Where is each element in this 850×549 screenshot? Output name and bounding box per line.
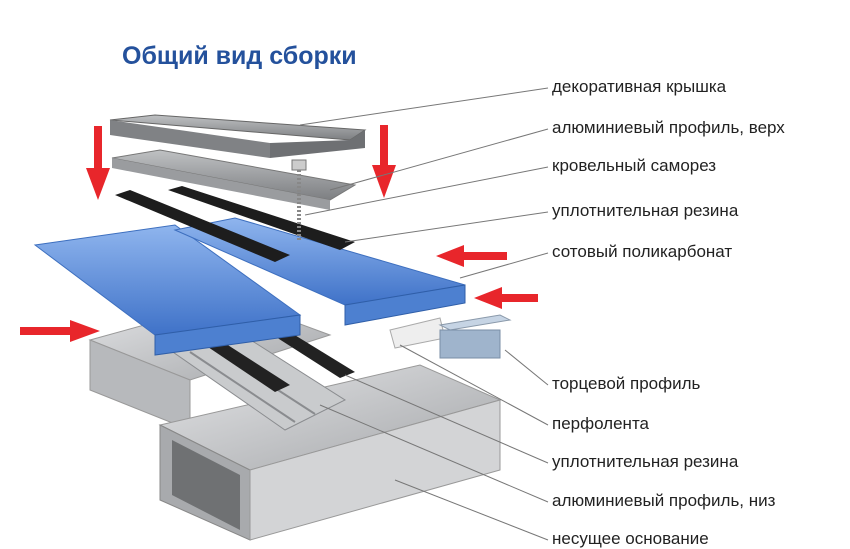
label-aluminium-profile-bottom: алюминиевый профиль, низ <box>552 491 776 510</box>
label-sealing-rubber-bottom: уплотнительная резина <box>552 452 739 471</box>
arrow-down-right-icon <box>372 125 396 198</box>
sealing-rubber-top <box>115 190 290 262</box>
arrow-down-left-icon <box>86 126 110 200</box>
roofing-screw <box>291 159 307 240</box>
arrows <box>20 125 538 342</box>
label-sealing-rubber-top: уплотнительная резина <box>552 201 739 220</box>
bearing-base <box>88 299 502 541</box>
sealing-rubber-bottom-2 <box>265 326 355 378</box>
leader-lines <box>299 87 549 541</box>
label-bearing-base: несущее основание <box>552 529 709 548</box>
label-decorative-cap: декоративная крышка <box>552 77 727 96</box>
label-roofing-screw: кровельный саморез <box>552 156 717 175</box>
sealing-rubber-top-2 <box>168 186 355 250</box>
label-end-profile: торцевой профиль <box>552 374 701 393</box>
perforated-tape <box>389 317 446 349</box>
end-profile <box>438 314 512 359</box>
polycarbonate-left <box>33 224 302 356</box>
arrow-left-icon <box>436 245 507 267</box>
sealing-rubber-bottom <box>205 340 290 392</box>
diagram-title: Общий вид сборки <box>122 42 357 70</box>
label-perforated-tape: перфолента <box>552 414 649 433</box>
decorative-cap <box>109 114 367 158</box>
arrow-right-icon <box>20 320 100 342</box>
label-aluminium-profile-top: алюминиевый профиль, верх <box>552 118 785 137</box>
arrow-left-icon-2 <box>474 287 538 309</box>
aluminium-profile-top <box>111 149 357 210</box>
label-polycarbonate: сотовый поликарбонат <box>552 242 733 261</box>
